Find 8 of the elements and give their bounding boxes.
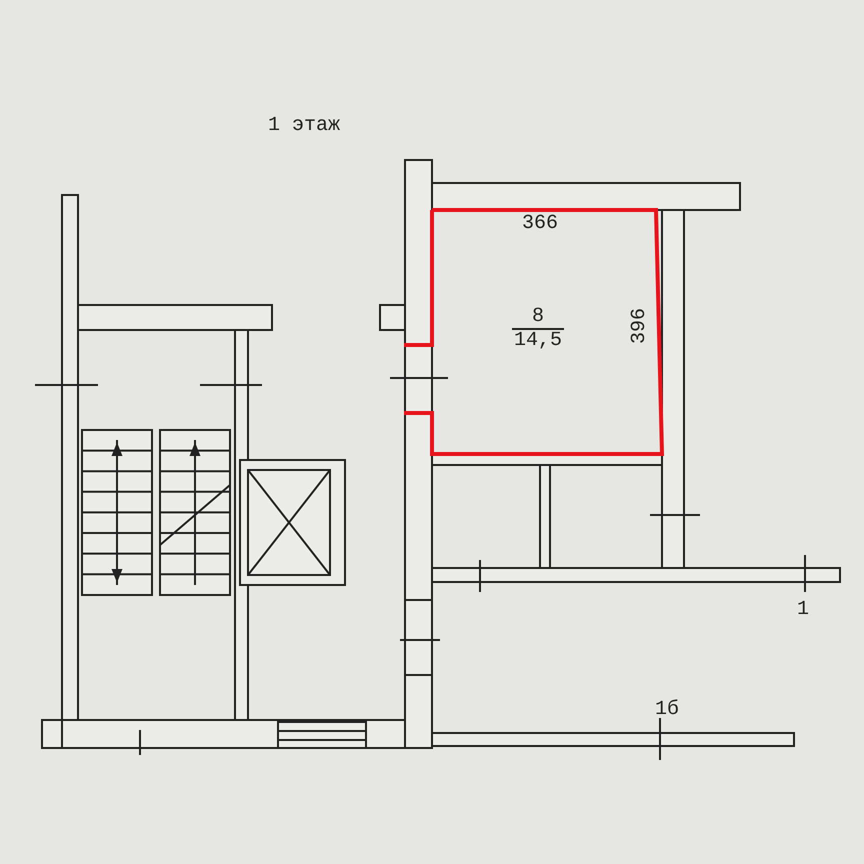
room-area: 14,5 xyxy=(512,330,564,352)
floor-title: 1 этаж xyxy=(268,116,340,136)
dimension-label: 396 xyxy=(630,308,650,344)
room-number: 8 xyxy=(512,306,564,330)
axis-label: 1б xyxy=(655,700,680,720)
room-outline xyxy=(402,208,666,458)
axis-label: 1 xyxy=(797,600,810,620)
dimension-label: 366 xyxy=(522,214,558,234)
